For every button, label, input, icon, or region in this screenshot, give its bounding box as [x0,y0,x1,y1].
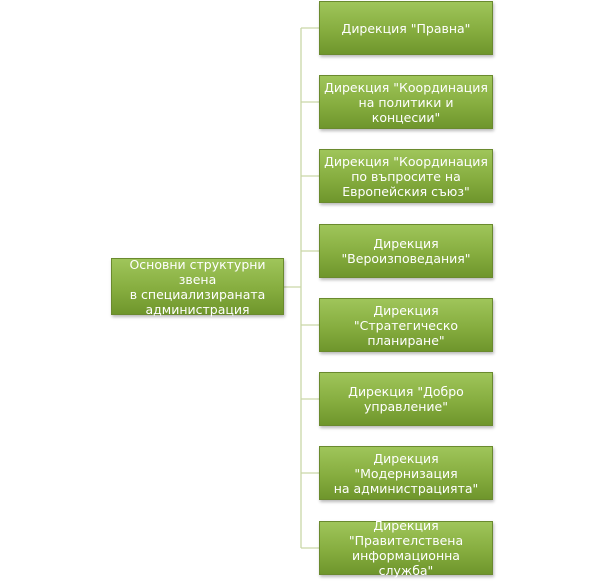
child-node-label: Дирекция "Добро управление" [348,384,464,414]
child-node-label: Дирекция "Координация по въпросите на Ев… [324,153,488,199]
root-node: Основни структурни звена в специализиран… [111,256,284,317]
child-node-label: Дирекция "Координация на политики и конц… [324,79,488,125]
root-node-label: Основни структурни звена в специализиран… [129,256,266,317]
child-node-legal: Дирекция "Правна" [319,1,493,55]
child-node-label: Дирекция "Стратегическо планиране" [353,302,459,348]
child-node-label: Дирекция "Правителствена информационна с… [348,518,464,578]
child-node-label: Дирекция "Правна" [341,20,471,36]
child-node-religions: Дирекция "Вероизповедания" [319,224,493,278]
child-node-policy-coordination: Дирекция "Координация на политики и конц… [319,75,493,129]
child-node-strategic-planning: Дирекция "Стратегическо планиране" [319,298,493,352]
child-node-government-information: Дирекция "Правителствена информационна с… [319,518,493,578]
child-node-eu-coordination: Дирекция "Координация по въпросите на Ев… [319,149,493,203]
child-node-good-governance: Дирекция "Добро управление" [319,372,493,426]
child-node-label: Дирекция "Вероизповедания" [341,236,471,266]
child-node-label: Дирекция "Модернизация на администрацият… [333,450,479,496]
child-node-modernization: Дирекция "Модернизация на администрацият… [319,446,493,500]
